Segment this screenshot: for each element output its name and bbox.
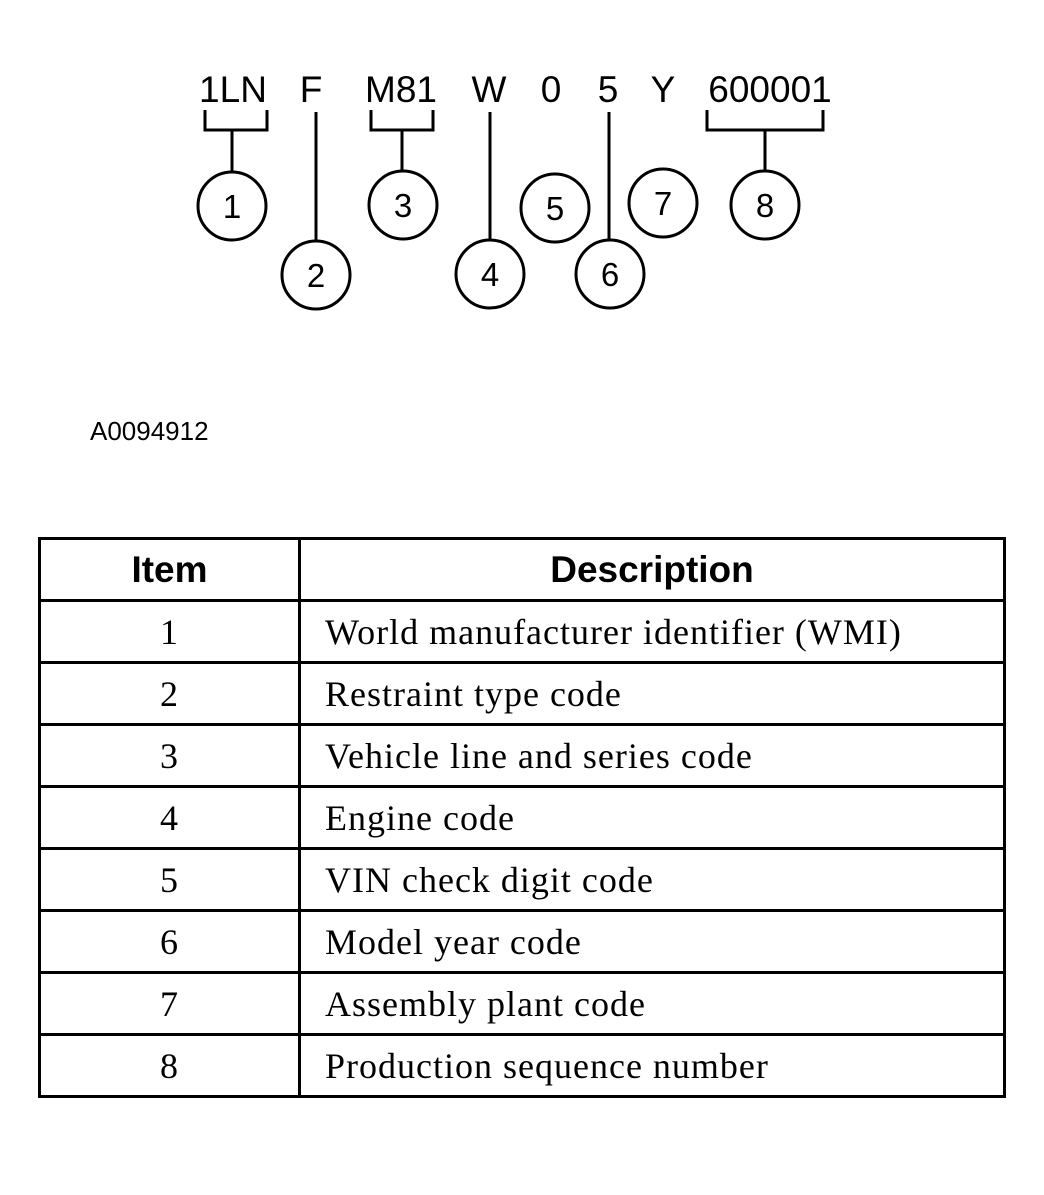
table-row: 6 Model year code (38, 909, 1006, 974)
table-row: 1 World manufacturer identifier (WMI) (38, 599, 1006, 664)
callout-circle-3 (367, 169, 439, 241)
vin-diagram: 1LN F M81 W 0 5 Y 600001 1 2 3 4 5 6 7 8 (196, 69, 832, 311)
bracket-segment-3 (369, 110, 435, 132)
row-description: Assembly plant code (298, 971, 1006, 1036)
row-description: Restraint type code (298, 661, 1006, 726)
callout-label-5: 5 (546, 190, 564, 227)
table-row: 4 Engine code (38, 785, 1006, 850)
callout-label-6: 6 (601, 256, 619, 293)
row-description: Vehicle line and series code (298, 723, 1006, 788)
figure-id: A0094912 (90, 416, 209, 446)
vin-segment-8: 600001 (708, 69, 831, 110)
header-item: Item (38, 537, 301, 602)
row-item: 7 (38, 971, 301, 1036)
callout-label-8: 8 (756, 187, 774, 224)
row-item: 4 (38, 785, 301, 850)
callout-circle-6 (574, 238, 646, 310)
row-item: 6 (38, 909, 301, 974)
callout-label-3: 3 (394, 187, 412, 224)
vin-segment-6: 5 (598, 69, 619, 110)
callout-label-4: 4 (481, 256, 499, 293)
bracket-segment-1 (203, 110, 269, 132)
vin-segment-3: M81 (365, 69, 437, 110)
vin-segment-1: 1LN (199, 69, 267, 110)
row-description: Model year code (298, 909, 1006, 974)
row-item: 2 (38, 661, 301, 726)
table-row: 7 Assembly plant code (38, 971, 1006, 1036)
callout-circle-4 (454, 238, 526, 310)
row-description: VIN check digit code (298, 847, 1006, 912)
row-item: 8 (38, 1033, 301, 1098)
callout-label-2: 2 (307, 257, 325, 294)
callout-circle-7 (627, 167, 699, 239)
callout-circle-2 (280, 239, 352, 311)
callout-label-7: 7 (654, 185, 672, 222)
vin-segment-7: Y (651, 69, 676, 110)
vin-segment-5: 0 (541, 69, 562, 110)
callout-circle-5 (519, 172, 591, 244)
table-row: 5 VIN check digit code (38, 847, 1006, 912)
row-description: Engine code (298, 785, 1006, 850)
bracket-segment-8 (705, 110, 825, 132)
table-row: 2 Restraint type code (38, 661, 1006, 726)
callout-circle-8 (729, 169, 801, 241)
header-description: Description (298, 537, 1006, 602)
row-item: 1 (38, 599, 301, 664)
row-description: World manufacturer identifier (WMI) (298, 599, 1006, 664)
vin-segment-2: F (300, 69, 323, 110)
vin-legend-table: Item Description 1 World manufacturer id… (38, 537, 1006, 1098)
callout-label-1: 1 (223, 188, 241, 225)
table-row: 8 Production sequence number (38, 1033, 1006, 1098)
row-description: Production sequence number (298, 1033, 1006, 1098)
vin-brackets-and-leaders (196, 110, 825, 311)
table-header-row: Item Description (38, 537, 1006, 602)
callout-circle-1 (196, 170, 268, 242)
vin-segment-4: W (472, 69, 507, 110)
row-item: 3 (38, 723, 301, 788)
table-row: 3 Vehicle line and series code (38, 723, 1006, 788)
row-item: 5 (38, 847, 301, 912)
